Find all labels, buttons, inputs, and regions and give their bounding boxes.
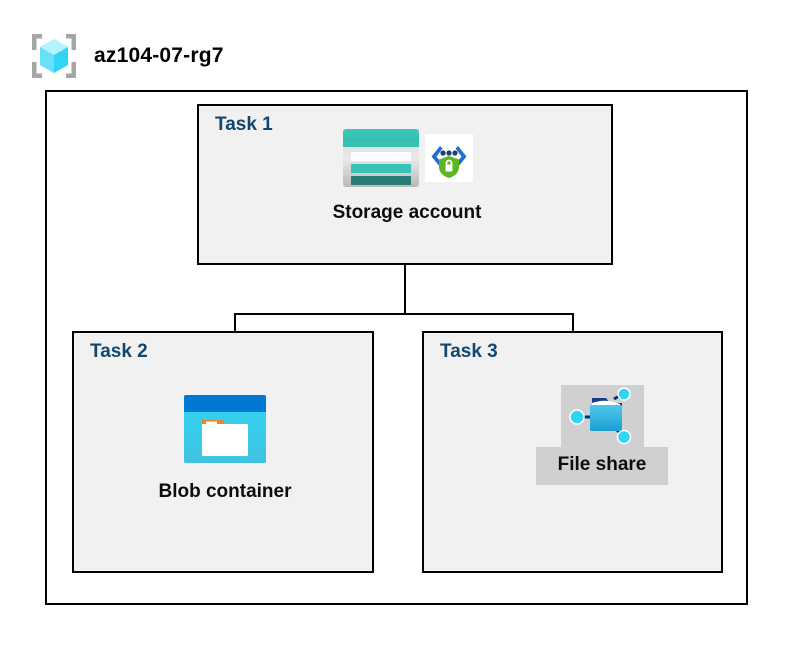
resource-group-title: az104-07-rg7 — [94, 44, 224, 67]
node-storage-account[interactable]: Storage account — [299, 122, 515, 224]
storage-account-icon-row — [341, 122, 473, 194]
task-label-task3: Task 3 — [440, 341, 498, 362]
task-label-task2: Task 2 — [90, 341, 148, 362]
file-share-icon — [566, 387, 638, 445]
task-label-task1: Task 1 — [215, 114, 273, 135]
node-caption-storage-account: Storage account — [332, 202, 482, 223]
node-file-share[interactable]: File share — [512, 385, 692, 485]
node-blob-container[interactable]: Blob container — [125, 391, 325, 503]
node-caption-blob-container: Blob container — [158, 481, 292, 502]
secure-endpoint-shield-icon — [425, 134, 473, 182]
resource-group-header: az104-07-rg7 — [28, 26, 358, 86]
blob-container-icon-row — [182, 391, 268, 467]
connector-storage-to-bus — [404, 265, 406, 315]
task-box-task1[interactable]: Task 1 — [197, 104, 613, 265]
resource-group-icon — [28, 30, 80, 82]
task-box-task2[interactable]: Task 2 — [72, 331, 374, 573]
storage-account-icon — [341, 127, 421, 189]
node-caption-file-share: File share — [535, 447, 669, 485]
connector-branch-bus — [234, 313, 574, 315]
file-share-icon-row — [560, 385, 644, 447]
task-box-task3[interactable]: Task 3 — [422, 331, 723, 573]
blob-container-icon — [182, 393, 268, 465]
